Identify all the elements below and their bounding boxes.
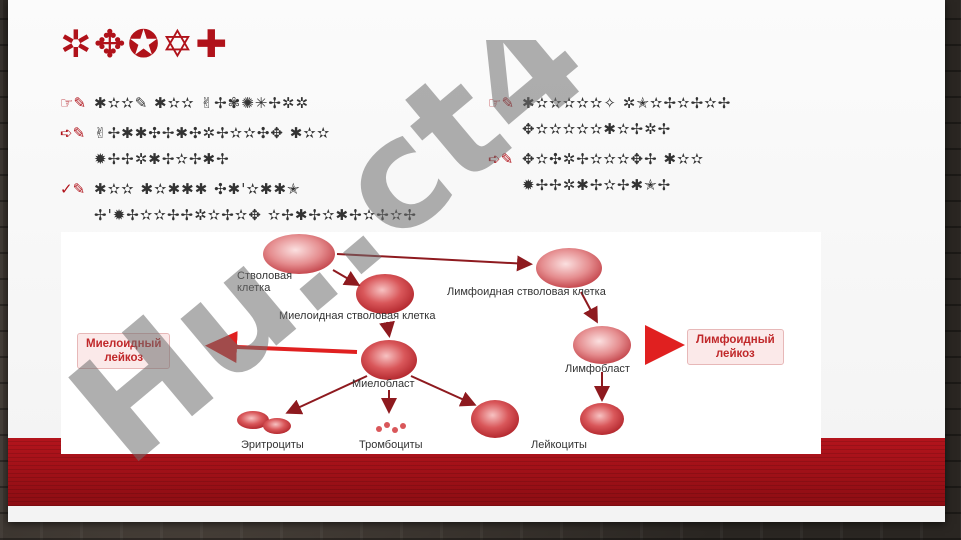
bullet-icon: ☞✎ (488, 94, 515, 112)
thrombocyte (384, 422, 390, 428)
arrow-myeloid-to-myeloblast (379, 320, 395, 338)
erythrocyte-cell (237, 411, 269, 429)
myeloid-stem-cell (356, 274, 414, 314)
leukocyte-cell (471, 400, 519, 438)
bullet-text: ✱✫✫✎ ✱✫✫ ✌✢✾✺✳✢✲✲ (94, 94, 310, 112)
slide-title: ✲✥✪✡✚ (60, 22, 230, 66)
left-bullet-list: ☞✎ ✱✫✫✎ ✱✫✫ ✌✢✾✺✳✢✲✲ ➪✎ ✌✢✱✱✣✢✱✣✲✢✫✫✣✥ ✱… (60, 90, 450, 232)
bullet-text: ✥✫✣✲✢✫✫✫✥✢ ✱✫✫ ✹✢✢✲✱✢✫✢✱✭✢ (522, 150, 705, 194)
arrow-stem-to-lymphoid (336, 253, 533, 272)
lymphoid-stem-cell (536, 248, 602, 288)
thrombocyte (376, 426, 382, 432)
lymphoblast-cell (573, 326, 631, 364)
thrombocyte (392, 427, 398, 433)
hematopoiesis-diagram: Стволовая клетка Лимфоидная стволовая кл… (61, 232, 821, 454)
bullet-text: ✱✫✫✫✫✫✧ ✲✭✫✢✫✢✫✢ ✥✫✫✫✫✫✱✫✢✲✢ (522, 94, 732, 138)
label-erythrocytes: Эритроциты (241, 439, 304, 451)
arrow-to-myeloid-leukosis (205, 331, 358, 363)
label-leukocytes: Лейкоциты (531, 439, 587, 451)
right-bullet-item: ☞✎ ✱✫✫✫✫✫✧ ✲✭✫✢✫✢✫✢ ✥✫✫✫✫✫✱✫✢✲✢ (488, 90, 818, 142)
arrow-to-leukocytes (410, 375, 477, 407)
arrow-to-erythrocytes (285, 375, 368, 415)
leukocyte-cell-right (580, 403, 624, 435)
stem-cell (263, 234, 335, 274)
arrow-stem-to-myeloid (332, 269, 361, 287)
right-bullet-item: ➪✎ ✥✫✣✲✢✫✫✫✥✢ ✱✫✫ ✹✢✢✲✱✢✫✢✱✭✢ (488, 146, 818, 198)
label-myeloblast: Миелобласт (352, 378, 415, 390)
label-myeloid-stem: Миелоидная стволовая клетка (279, 310, 436, 322)
label-lymphoid-stem: Лимфоидная стволовая клетка (447, 286, 606, 298)
left-bullet-item: ➪✎ ✌✢✱✱✣✢✱✣✲✢✫✫✣✥ ✱✫✫ ✹✢✢✲✱✢✫✢✱✢ (60, 120, 450, 172)
bullet-icon: ➪✎ (488, 150, 514, 168)
right-bullet-list: ☞✎ ✱✫✫✫✫✫✧ ✲✭✫✢✫✢✫✢ ✥✫✫✫✫✫✱✫✢✲✢ ➪✎ ✥✫✣✲✢… (488, 90, 818, 202)
bullet-icon: ➪✎ (60, 124, 86, 142)
label-thrombocytes: Тромбоциты (359, 439, 423, 451)
bullet-text: ✱✫✫ ✱✫✱✱✱ ✣✱'✫✱✱✭ ✢'✹✢✫✫✢✢✲✫✢✫✥ ✫✢✱✢✫✱✢✫… (94, 180, 417, 224)
bullet-icon: ☞✎ (60, 94, 87, 112)
label-stem-cell: Стволовая клетка (237, 270, 293, 294)
slide: ✲✥✪✡✚ ☞✎ ✱✫✫✎ ✱✫✫ ✌✢✾✺✳✢✲✲ ➪✎ ✌✢✱✱✣✢✱✣✲✢… (8, 0, 945, 522)
left-bullet-item: ☞✎ ✱✫✫✎ ✱✫✫ ✌✢✾✺✳✢✲✲ (60, 90, 450, 116)
label-lymphoid-leukosis: Лимфоидный лейкоз (687, 329, 784, 365)
check-icon: ✓✎ (60, 180, 86, 198)
diagram-graphics (205, 234, 685, 438)
bullet-text: ✌✢✱✱✣✢✱✣✲✢✫✫✣✥ ✱✫✫ ✹✢✢✲✱✢✫✢✱✢ (94, 124, 331, 168)
arrow-lymphoid-to-lymphoblast (580, 291, 598, 324)
label-lymphoblast: Лимфобласт (565, 363, 630, 375)
myeloblast-cell (361, 340, 417, 380)
left-bullet-item: ✓✎ ✱✫✫ ✱✫✱✱✱ ✣✱'✫✱✱✭ ✢'✹✢✫✫✢✢✲✫✢✫✥ ✫✢✱✢✫… (60, 176, 450, 228)
label-myeloid-leukosis: Миелоидный лейкоз (77, 333, 171, 369)
erythrocyte-cell (263, 418, 291, 434)
thrombocyte (400, 423, 406, 429)
